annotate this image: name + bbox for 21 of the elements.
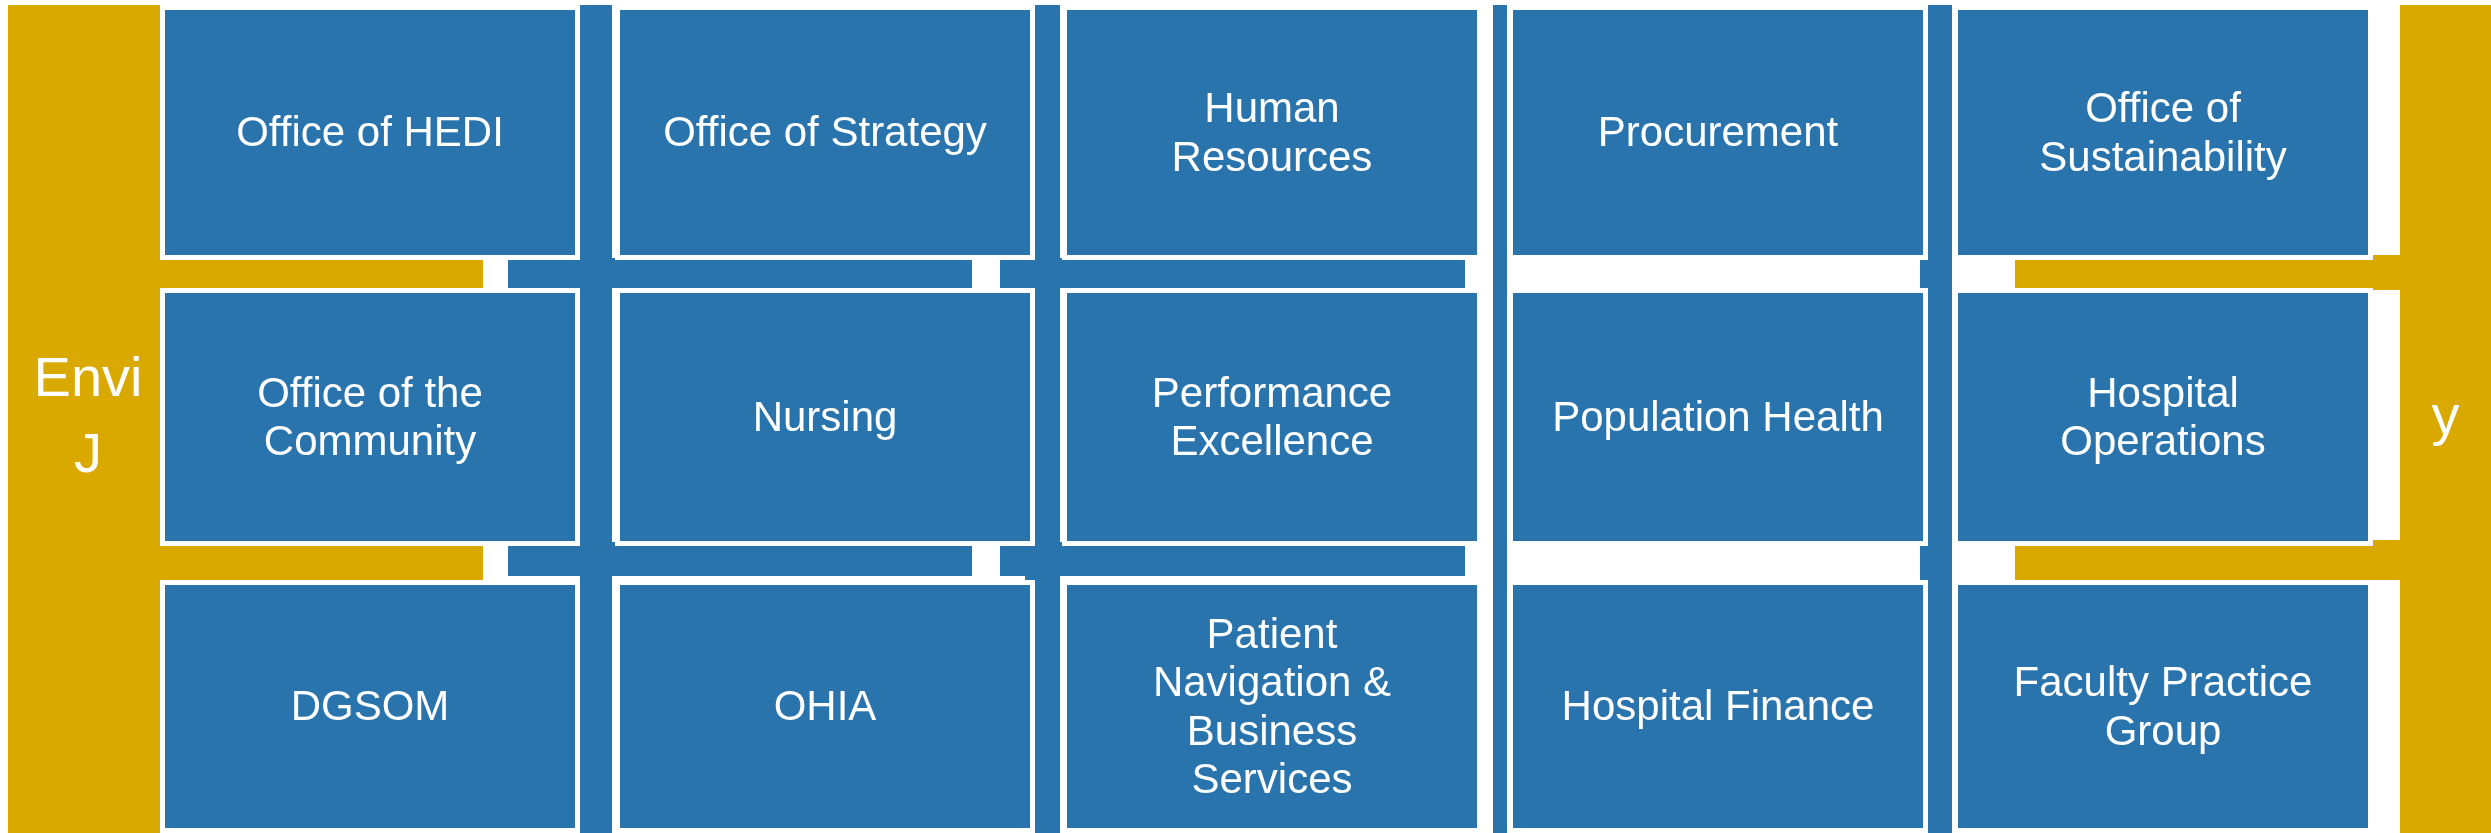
- department-box: [160, 288, 580, 546]
- department-name: OHIA: [772, 682, 878, 731]
- department-name: Performance Excellence: [1150, 368, 1394, 466]
- band-label: Envi J: [32, 344, 144, 486]
- band-label: y: [2430, 382, 2461, 449]
- department-name: Office of Sustainability: [2038, 84, 2288, 181]
- department-box: [160, 5, 580, 260]
- department-name: Office of the Community: [256, 368, 484, 466]
- department-name: Hospital Operations: [2059, 368, 2267, 466]
- department-name: Hospital Finance: [1560, 682, 1876, 731]
- department-name: Faculty Practice Group: [2012, 658, 2314, 755]
- department-box: [615, 5, 1035, 260]
- department-name: Population Health: [1551, 392, 1885, 442]
- department-name: Procurement: [1596, 108, 1840, 157]
- department-name: Patient Navigation & Business Services: [1151, 609, 1393, 804]
- department-name: Office of Strategy: [662, 108, 988, 157]
- department-name: Human Resources: [1170, 84, 1374, 181]
- department-name: Nursing: [751, 392, 899, 442]
- department-name: Office of HEDI: [235, 108, 505, 157]
- department-name: DGSOM: [289, 682, 451, 731]
- department-box: [615, 288, 1035, 546]
